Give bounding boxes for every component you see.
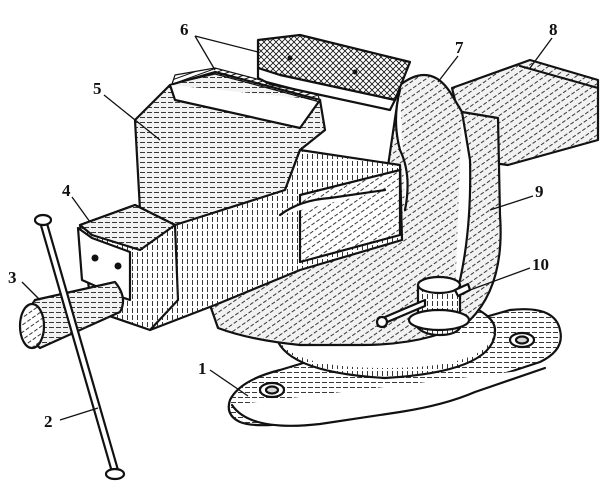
front-flange-plate [76,226,132,302]
leader-9 [489,195,534,211]
leader-7 [437,55,459,83]
label-10: 10 [532,255,549,274]
label-6: 6 [180,20,189,39]
label-2: 2 [44,412,53,431]
leader-3 [21,281,41,301]
swivel-lock-knob [375,275,472,337]
leader-6b [194,35,216,71]
label-3: 3 [8,268,17,287]
leader-10 [469,267,531,291]
label-5: 5 [93,79,102,98]
leader-4 [71,196,91,223]
label-8: 8 [549,20,558,39]
leader-1 [209,369,249,397]
leader-5 [103,94,161,141]
label-7: 7 [455,38,464,57]
movable-jaw [133,67,327,227]
label-1: 1 [198,359,207,378]
t-handle-bar [33,213,126,481]
leader-2 [59,407,99,421]
fixed-jaw-plate [256,33,412,112]
leader-lines [21,35,553,421]
label-4: 4 [62,181,71,200]
leader-8 [529,37,553,69]
movable-jaw-beam [138,148,404,332]
label-9: 9 [535,182,544,201]
part-labels: 1 2 3 4 5 6 7 8 9 10 [8,20,558,431]
leader-6a [194,35,259,53]
